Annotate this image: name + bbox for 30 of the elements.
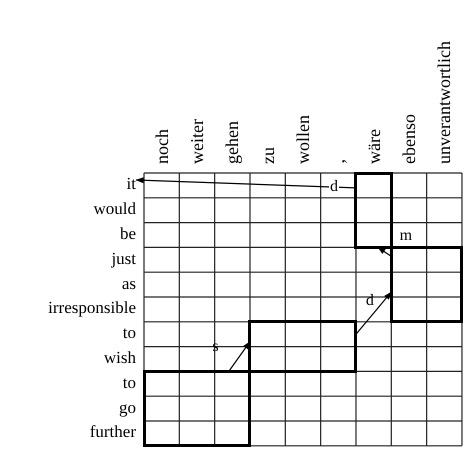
row-word: further <box>90 422 136 442</box>
row-word: it <box>126 174 136 194</box>
alignment-block <box>354 172 393 249</box>
column-word: gehen <box>222 121 242 164</box>
arrow <box>228 341 250 372</box>
column-word: unverantwortlich <box>434 41 454 164</box>
column-word: ebenso <box>398 114 419 164</box>
row-word: just <box>111 248 136 269</box>
arrow <box>356 292 392 335</box>
column-word: wollen <box>292 115 313 164</box>
arrow <box>377 246 392 257</box>
alignment-block <box>142 370 252 448</box>
column-word: wäre <box>364 129 384 164</box>
arrow <box>136 177 356 188</box>
edge-label: d <box>364 293 375 310</box>
row-word: wish <box>104 348 136 368</box>
row-word: as <box>122 274 136 294</box>
column-word: noch <box>152 129 172 164</box>
row-word: be <box>120 224 136 244</box>
row-word: irresponsible <box>48 298 136 318</box>
alignment-block <box>390 246 464 324</box>
edge-label: m <box>398 228 414 244</box>
row-word: to <box>122 372 136 393</box>
row-word: go <box>119 398 136 418</box>
alignment-block <box>248 320 358 373</box>
column-word: zu <box>258 147 278 164</box>
column-word: , <box>328 159 348 164</box>
column-word: weiter <box>186 119 207 164</box>
row-word: to <box>122 323 136 344</box>
row-word: would <box>94 199 136 220</box>
